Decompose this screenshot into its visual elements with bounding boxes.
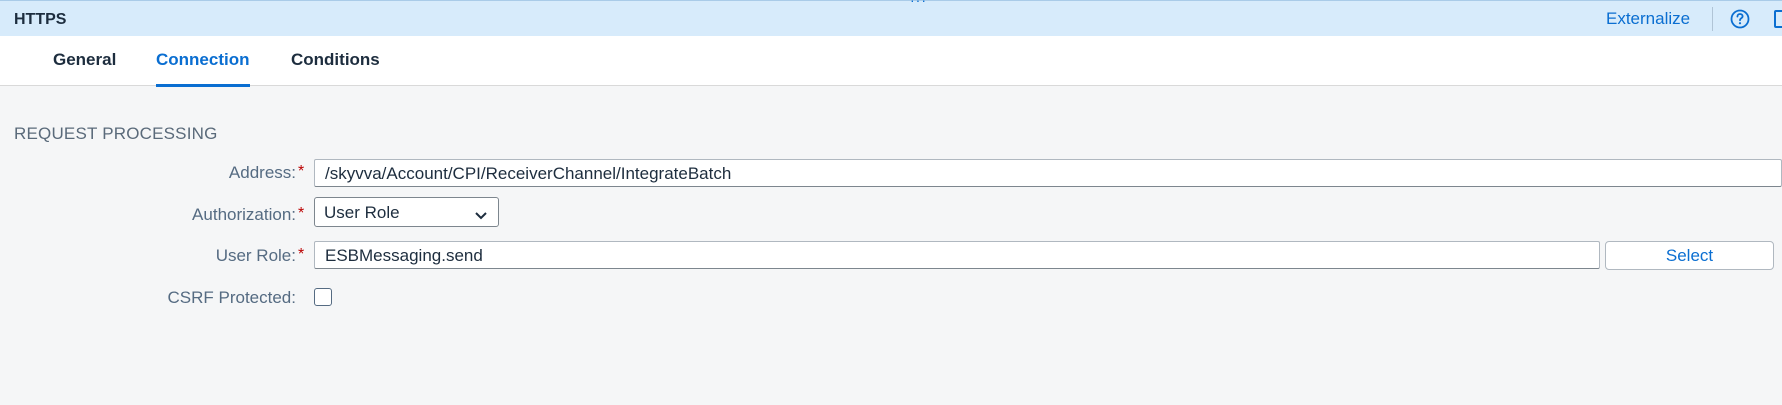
authorization-select[interactable]: User Role xyxy=(314,197,499,227)
authorization-selected-value: User Role xyxy=(324,203,400,222)
csrf-checkbox[interactable] xyxy=(314,288,332,306)
tab-general[interactable]: General xyxy=(53,50,117,69)
tab-connection[interactable]: Connection xyxy=(156,50,250,87)
csrf-label: CSRF Protected: xyxy=(167,288,297,307)
address-label: Address: xyxy=(228,163,296,182)
user-role-input[interactable]: ESBMessaging.send xyxy=(314,241,1600,269)
chevron-down-icon xyxy=(474,206,488,226)
externalize-button[interactable]: Externalize xyxy=(1606,9,1691,28)
panel-icon[interactable] xyxy=(1774,10,1782,28)
help-icon[interactable] xyxy=(1730,9,1750,29)
tab-conditions[interactable]: Conditions xyxy=(291,50,380,69)
section-title: REQUEST PROCESSING xyxy=(14,124,218,143)
title-bar: ··· HTTPS Externalize xyxy=(0,0,1782,36)
authorization-required-marker: * xyxy=(298,205,305,222)
select-button[interactable]: Select xyxy=(1605,241,1774,270)
toolbar-divider xyxy=(1712,7,1713,31)
drag-grip-icon[interactable]: ··· xyxy=(910,0,927,8)
authorization-label: Authorization: xyxy=(192,205,296,224)
user-role-label: User Role: xyxy=(215,246,296,265)
address-required-marker: * xyxy=(298,163,305,180)
panel-title: HTTPS xyxy=(14,11,67,28)
tab-bar: General Connection Conditions xyxy=(0,36,1782,87)
address-input[interactable]: /skyvva/Account/CPI/ReceiverChannel/Inte… xyxy=(314,159,1782,187)
user-role-required-marker: * xyxy=(298,246,305,263)
